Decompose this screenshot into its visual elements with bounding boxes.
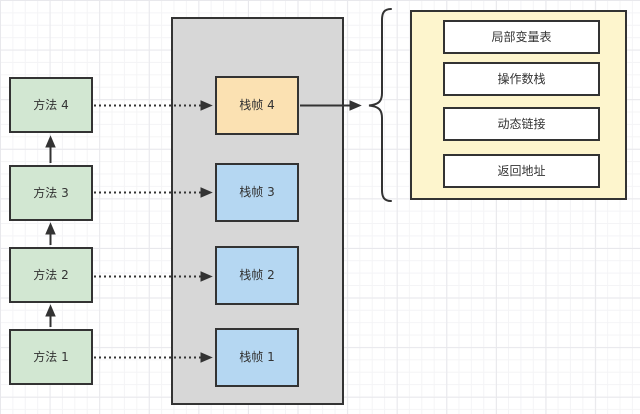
method-box-label: 方法 1 (33, 349, 69, 364)
dynamic-link-box: 动态链接 (443, 107, 600, 141)
stack-frame-4: 栈帧 4 (215, 76, 299, 135)
stack-frame-label: 栈帧 3 (239, 185, 275, 200)
stack-frame-label: 栈帧 2 (239, 268, 275, 283)
method-box-label: 方法 2 (33, 267, 69, 282)
return-address-box: 返回地址 (443, 154, 600, 188)
stack-frame-2: 栈帧 2 (215, 246, 299, 305)
detail-box-label: 操作数栈 (497, 71, 546, 86)
method-box-label: 方法 3 (33, 185, 69, 200)
detail-box-label: 局部变量表 (491, 29, 552, 44)
method-box-2: 方法 2 (9, 247, 93, 303)
stack-frame-3: 栈帧 3 (215, 163, 299, 222)
method-box-1: 方法 1 (9, 329, 93, 385)
stack-frame-label: 栈帧 4 (239, 98, 275, 113)
detail-box-label: 动态链接 (497, 116, 546, 131)
method-box-4: 方法 4 (9, 77, 93, 133)
stack-frame-1: 栈帧 1 (215, 328, 299, 387)
stack-frame-label: 栈帧 1 (239, 350, 275, 365)
method-box-label: 方法 4 (33, 97, 69, 112)
operand-stack-box: 操作数栈 (443, 62, 600, 96)
method-box-3: 方法 3 (9, 165, 93, 221)
curly-brace (368, 8, 392, 202)
detail-box-label: 返回地址 (497, 163, 546, 178)
local-variable-table-box: 局部变量表 (443, 20, 600, 54)
